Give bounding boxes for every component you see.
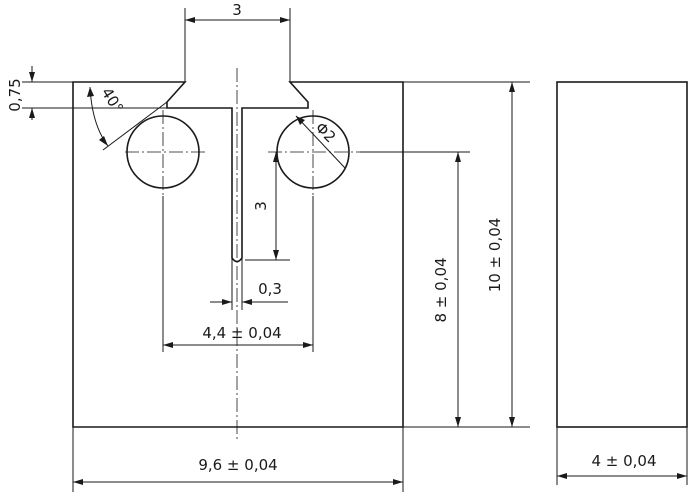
arrowhead <box>455 152 461 162</box>
arrowhead <box>393 479 403 485</box>
slot-depth-label: 3 <box>252 201 270 211</box>
arrowhead <box>273 250 279 260</box>
hole-spacing-label: 4,4 ± 0,04 <box>202 324 281 342</box>
slot-width-label: 0,3 <box>258 280 282 298</box>
arrowhead <box>280 17 290 23</box>
arrowhead <box>99 136 108 146</box>
arrowhead <box>677 473 687 479</box>
arrowhead <box>163 342 173 348</box>
angle-label: 40° <box>98 84 127 116</box>
top-gap-label: 3 <box>232 1 242 19</box>
side-thickness-label: 4 ± 0,04 <box>591 452 656 470</box>
arrowhead <box>73 479 83 485</box>
arrowhead <box>303 342 313 348</box>
arrowhead <box>242 299 252 305</box>
arrowhead <box>222 299 232 305</box>
diameter-leader <box>295 115 346 169</box>
arrowhead <box>273 152 279 162</box>
front-view-outline <box>72 81 404 428</box>
arrowhead <box>296 116 305 125</box>
arrowhead <box>185 17 195 23</box>
arrowhead <box>557 473 567 479</box>
arrowhead <box>29 72 35 82</box>
hole-height-label: 8 ± 0,04 <box>432 257 450 322</box>
side-view-outline <box>556 81 688 428</box>
arrowhead <box>455 417 461 427</box>
chamfer-depth-label: 0,75 <box>6 78 24 111</box>
angle-extension <box>102 101 168 151</box>
arrowhead <box>509 82 515 92</box>
part-width-label: 9,6 ± 0,04 <box>198 456 277 474</box>
arrowhead <box>29 108 35 118</box>
part-height-label: 10 ± 0,04 <box>486 218 504 293</box>
arrowhead <box>509 417 515 427</box>
arrowhead <box>87 87 94 97</box>
